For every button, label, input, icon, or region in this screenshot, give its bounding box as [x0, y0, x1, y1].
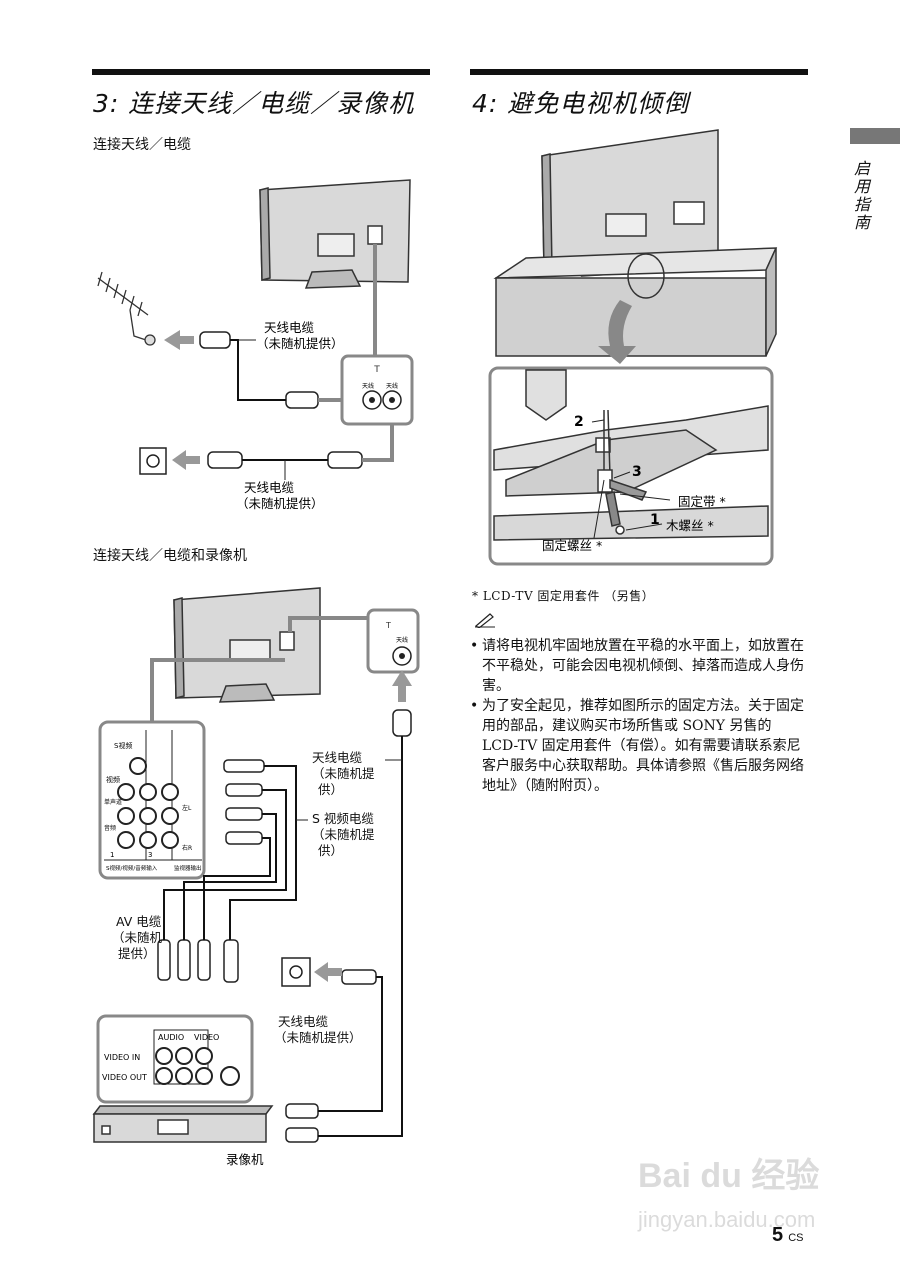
note-pencil-icon [474, 612, 496, 629]
arrow-up-icon [392, 670, 412, 702]
vcr-drawing [92, 1105, 274, 1143]
svideo-cable-label-2: （未随机提 [312, 827, 375, 842]
panel-3-label: 3 [148, 851, 152, 859]
svg-text:T: T [373, 365, 380, 375]
tv-on-stand-drawing [493, 129, 778, 357]
jack1-label: 天线 [362, 382, 374, 390]
vcr-video-out-label: VIDEO OUT [102, 1073, 147, 1082]
tv-back-drawing [173, 587, 321, 703]
svg-text:T: T [385, 621, 391, 630]
page-number: 5 CS [772, 1224, 804, 1247]
antenna-drawing [97, 271, 156, 346]
vcr-video-in-label: VIDEO IN [104, 1053, 140, 1062]
svideo-cable-label-1: S 视频电缆 [312, 811, 374, 826]
wall-socket-icon [139, 447, 167, 475]
vcr-output-panel [96, 1014, 254, 1104]
antenna2-cable-label-1: 天线电缆 [278, 1014, 329, 1029]
antenna-jack-box: T 天线 [366, 608, 420, 674]
side-tab-label: 启用指南 [851, 160, 870, 232]
tv-fixing-diagram: 2 3 1 固定带 * 木螺丝 * 固定螺丝 * [488, 129, 778, 566]
step-2-label: 2 [574, 414, 584, 430]
av-cable-label-2: （未随机 [112, 930, 163, 945]
wall-socket-icon [281, 957, 311, 987]
av-cable-label-3: 提供） [118, 946, 156, 961]
antenna-cable-label-2: （未随机提 [312, 766, 375, 781]
sub-heading-antenna-vcr: 连接天线／电缆和录像机 [93, 548, 247, 564]
left-header-rule [92, 69, 430, 75]
antenna-connection-diagram: T 天线 天线 天线电缆 （未随机提供） 天线电缆 （未随机提供） [97, 179, 414, 511]
fix-screw-label: 固定螺丝 * [542, 538, 602, 553]
antenna-cable-label-top: 天线电缆 [264, 320, 315, 335]
wood-screw-label: 木螺丝 * [666, 518, 714, 533]
step-3-label: 3 [632, 464, 642, 480]
panel-audio-label: 音频 [104, 824, 116, 832]
panel-bottom-label-2: 监视器输出 [174, 864, 202, 872]
svideo-cable-label-3: 供） [318, 843, 344, 858]
note-bullet-1: • 请将电视机牢固地放置在平稳的水平面上，如放置在不平稳处，可能会因电视机倾倒、… [470, 636, 810, 694]
av-cable-label-1: AV 电缆 [116, 914, 162, 929]
watermark-url: jingyan.baidu.com [638, 1207, 816, 1232]
watermark: Bai du 经验 jingyan.baidu.com [638, 1148, 868, 1258]
antenna-plug [392, 709, 412, 737]
arrow-down-icon [598, 300, 636, 364]
kit-footnote: * LCD-TV 固定用套件 （另售） [472, 589, 655, 603]
right-section-title: 4: 避免电视机倾倒 [472, 89, 690, 118]
jack-antenna-label: 天线 [396, 636, 408, 644]
antenna-jack-box: T 天线 天线 [340, 354, 414, 426]
page-number-value: 5 [772, 1224, 784, 1246]
connector-plugs [157, 759, 377, 1143]
antenna-cable-label-1: 天线电缆 [312, 750, 363, 765]
side-tab-bar [850, 128, 900, 144]
vcr-label: 录像机 [226, 1152, 264, 1167]
left-section-title: 3: 连接天线／电缆／录像机 [93, 89, 415, 118]
panel-video-label: 视频 [106, 775, 120, 784]
antenna2-cable-label-2: （未随机提供） [274, 1030, 362, 1045]
arrow-left-icon [172, 450, 200, 470]
vcr-video-label: VIDEO [194, 1033, 219, 1042]
not-supplied-label-top: （未随机提供） [256, 336, 344, 351]
panel-1-label: 1 [110, 851, 114, 859]
vcr-audio-label: AUDIO [158, 1033, 184, 1042]
note-bullet-1-text: 请将电视机牢固地放置在平稳的水平面上，如放置在不平稳处，可能会因电视机倾倒、掉落… [482, 638, 804, 694]
not-supplied-label-bottom: （未随机提供） [236, 496, 324, 511]
detail-drawing [493, 369, 769, 541]
panel-s-label: S视频 [114, 741, 132, 750]
tv-input-panel [98, 720, 206, 880]
note-bullet-2-text: 为了安全起见，推荐如图所示的固定方法。关于固定用的部品，建议购买市场所售或 SO… [482, 698, 804, 794]
vcr-connection-diagram: T 天线 S视频 视频 单声道 音频 左L 右R 1 3 S视频/视频/音频输入… [92, 587, 420, 1167]
antenna-cable-label-3: 供） [318, 782, 344, 797]
antenna-cable-label-bottom: 天线电缆 [244, 480, 295, 495]
panel-r-label: 右R [182, 844, 192, 852]
arrow-left-icon [164, 330, 194, 350]
sub-heading-antenna: 连接天线／电缆 [93, 137, 191, 153]
right-header-rule [470, 69, 808, 75]
tv-back-drawing [259, 179, 411, 289]
note-bullet-2: • 为了安全起见，推荐如图所示的固定方法。关于固定用的部品，建议购买市场所售或 … [470, 696, 810, 794]
panel-l-label: 左L [182, 804, 192, 812]
strap-label: 固定带 * [678, 494, 726, 509]
step-1-label: 1 [650, 512, 660, 528]
arrow-left-icon [314, 962, 342, 982]
panel-bottom-label-1: S视频/视频/音频输入 [106, 864, 158, 872]
panel-mono-label: 单声道 [104, 798, 122, 806]
watermark-brand: Bai du 经验 [638, 1157, 820, 1195]
cables [163, 736, 403, 1137]
page-number-suffix: CS [788, 1232, 804, 1244]
leader-lines [591, 419, 671, 539]
jack2-label: 天线 [386, 382, 398, 390]
